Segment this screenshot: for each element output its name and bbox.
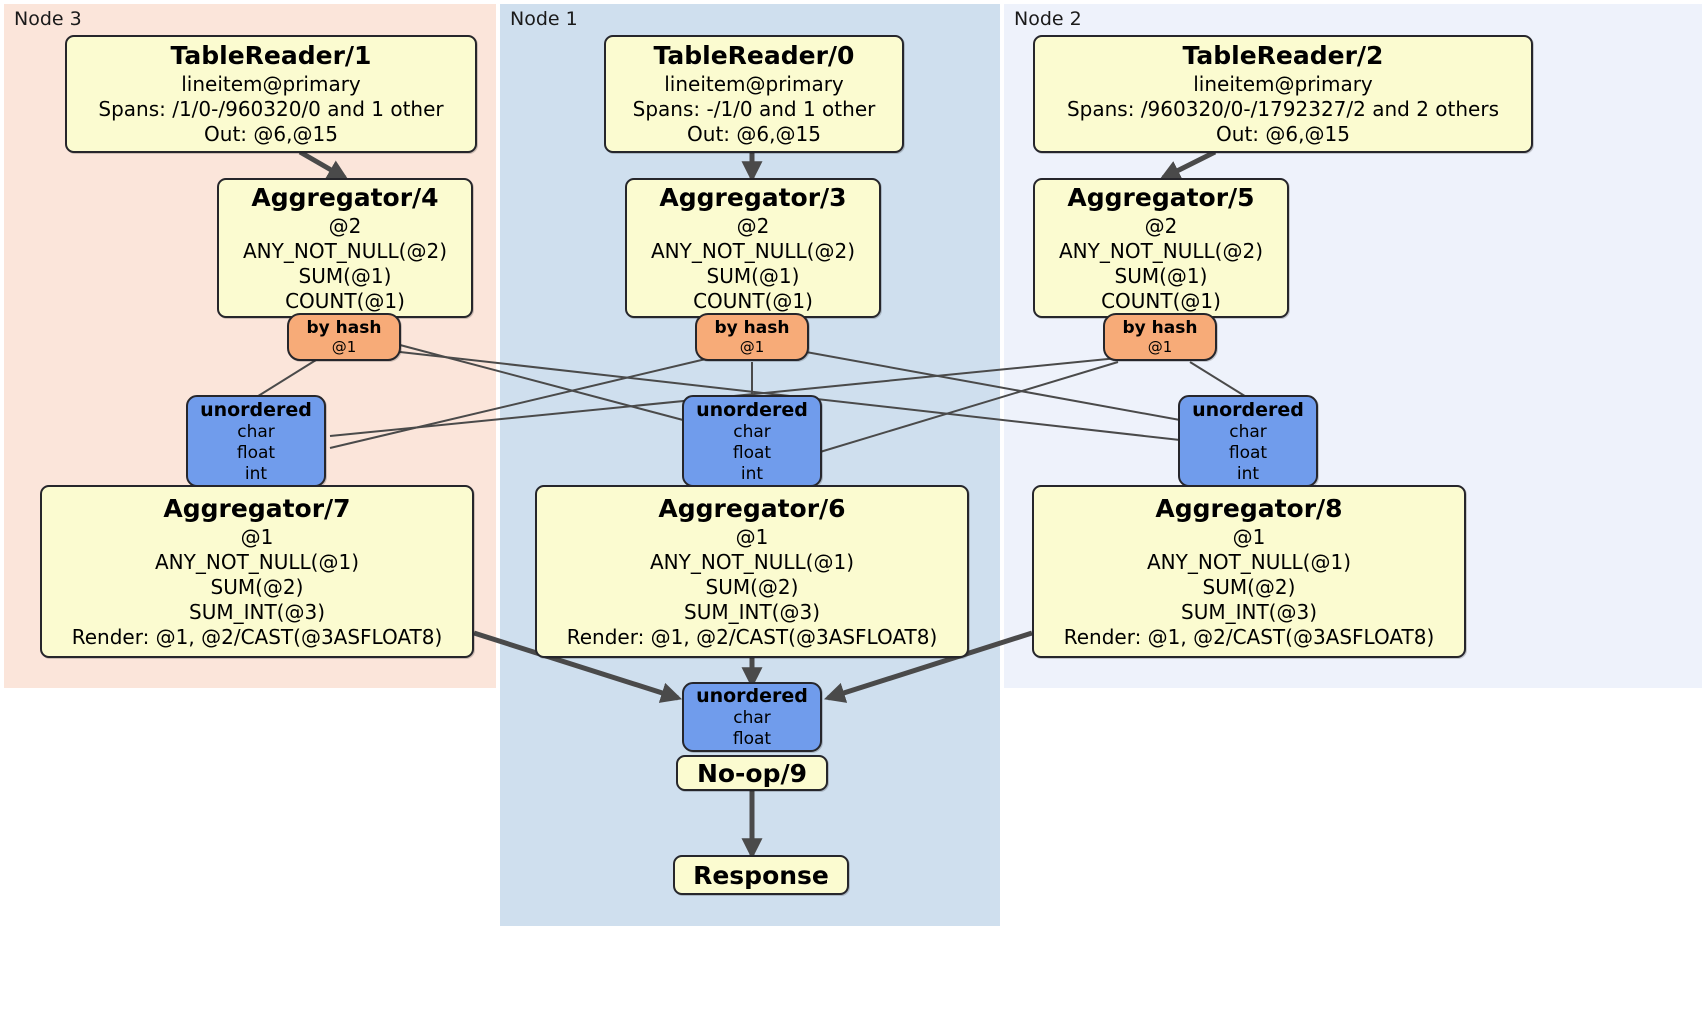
processor-table-reader-0[interactable]: TableReader/0 lineitem@primary Spans: -/… — [604, 35, 904, 153]
panel-node-1-label: Node 1 — [510, 8, 578, 30]
aggregator-7-render: Render: @1, @2/CAST(@3ASFLOAT8) — [71, 624, 443, 649]
aggregator-7-groupby: @1 — [240, 524, 274, 549]
aggregator-8-func-1: ANY_NOT_NULL(@1) — [1147, 549, 1351, 574]
table-reader-2-title: TableReader/2 — [1182, 41, 1384, 70]
sync-center-type-3: int — [740, 463, 764, 484]
router-by-hash-center[interactable]: by hash @1 — [695, 313, 809, 361]
aggregator-5-title: Aggregator/5 — [1067, 182, 1255, 212]
aggregator-6-render: Render: @1, @2/CAST(@3ASFLOAT8) — [566, 624, 938, 649]
synchronizer-unordered-left[interactable]: unordered char float int — [186, 395, 326, 487]
aggregator-4-func-2: SUM(@1) — [298, 263, 392, 288]
router-right-column: @1 — [1147, 337, 1173, 356]
aggregator-6-func-2: SUM(@2) — [705, 574, 799, 599]
sync-right-type-3: int — [1236, 463, 1260, 484]
table-reader-1-spans: Spans: /1/0-/960320/0 and 1 other — [98, 97, 444, 121]
synchronizer-unordered-center[interactable]: unordered char float int — [682, 395, 822, 487]
response-title: Response — [693, 860, 829, 890]
aggregator-7-title: Aggregator/7 — [163, 493, 351, 523]
sync-right-title: unordered — [1192, 398, 1304, 421]
aggregator-3-func-3: COUNT(@1) — [693, 288, 813, 313]
aggregator-7-func-2: SUM(@2) — [210, 574, 304, 599]
sync-right-type-2: float — [1228, 442, 1268, 463]
synchronizer-unordered-right[interactable]: unordered char float int — [1178, 395, 1318, 487]
table-reader-2-table: lineitem@primary — [1193, 72, 1373, 96]
table-reader-0-table: lineitem@primary — [664, 72, 844, 96]
sync-final-type-2: float — [732, 729, 772, 749]
table-reader-0-title: TableReader/0 — [653, 41, 855, 70]
processor-table-reader-1[interactable]: TableReader/1 lineitem@primary Spans: /1… — [65, 35, 477, 153]
aggregator-6-func-1: ANY_NOT_NULL(@1) — [650, 549, 854, 574]
sync-center-type-1: char — [733, 421, 771, 442]
processor-no-op-9[interactable]: No-op/9 — [676, 755, 828, 791]
sync-final-title: unordered — [696, 685, 808, 707]
sync-left-type-3: int — [244, 463, 268, 484]
processor-aggregator-6[interactable]: Aggregator/6 @1 ANY_NOT_NULL(@1) SUM(@2)… — [535, 485, 969, 658]
router-by-hash-left[interactable]: by hash @1 — [287, 313, 401, 361]
aggregator-8-func-3: SUM_INT(@3) — [1181, 599, 1317, 624]
sync-final-type-1: char — [733, 708, 771, 728]
aggregator-5-func-1: ANY_NOT_NULL(@2) — [1059, 238, 1263, 263]
no-op-9-title: No-op/9 — [696, 758, 808, 788]
sync-right-type-1: char — [1229, 421, 1267, 442]
aggregator-7-func-3: SUM_INT(@3) — [189, 599, 325, 624]
aggregator-6-func-3: SUM_INT(@3) — [684, 599, 820, 624]
aggregator-6-title: Aggregator/6 — [658, 493, 846, 523]
aggregator-8-func-2: SUM(@2) — [1202, 574, 1296, 599]
aggregator-5-groupby: @2 — [1144, 213, 1178, 238]
table-reader-2-out: Out: @6,@15 — [1216, 122, 1350, 146]
aggregator-4-func-1: ANY_NOT_NULL(@2) — [243, 238, 447, 263]
panel-node-2-label: Node 2 — [1014, 8, 1082, 30]
sync-left-type-2: float — [236, 442, 276, 463]
aggregator-3-groupby: @2 — [736, 213, 770, 238]
aggregator-8-groupby: @1 — [1232, 524, 1266, 549]
aggregator-3-title: Aggregator/3 — [659, 182, 847, 212]
processor-table-reader-2[interactable]: TableReader/2 lineitem@primary Spans: /9… — [1033, 35, 1533, 153]
table-reader-1-out: Out: @6,@15 — [204, 122, 338, 146]
aggregator-8-title: Aggregator/8 — [1155, 493, 1343, 523]
sync-left-type-1: char — [237, 421, 275, 442]
router-center-title: by hash — [714, 317, 790, 338]
aggregator-5-func-3: COUNT(@1) — [1101, 288, 1221, 313]
router-by-hash-right[interactable]: by hash @1 — [1103, 313, 1217, 361]
table-reader-1-title: TableReader/1 — [170, 41, 372, 70]
table-reader-0-out: Out: @6,@15 — [687, 122, 821, 146]
aggregator-4-title: Aggregator/4 — [251, 182, 439, 212]
sync-center-type-2: float — [732, 442, 772, 463]
processor-aggregator-5[interactable]: Aggregator/5 @2 ANY_NOT_NULL(@2) SUM(@1)… — [1033, 178, 1289, 318]
table-reader-0-spans: Spans: -/1/0 and 1 other — [632, 97, 876, 121]
processor-aggregator-7[interactable]: Aggregator/7 @1 ANY_NOT_NULL(@1) SUM(@2)… — [40, 485, 474, 658]
aggregator-6-groupby: @1 — [735, 524, 769, 549]
synchronizer-unordered-final[interactable]: unordered char float — [682, 682, 822, 752]
processor-response[interactable]: Response — [673, 855, 849, 895]
router-left-column: @1 — [331, 337, 357, 356]
sync-center-title: unordered — [696, 398, 808, 421]
table-reader-1-table: lineitem@primary — [181, 72, 361, 96]
aggregator-4-groupby: @2 — [328, 213, 362, 238]
processor-aggregator-3[interactable]: Aggregator/3 @2 ANY_NOT_NULL(@2) SUM(@1)… — [625, 178, 881, 318]
aggregator-8-render: Render: @1, @2/CAST(@3ASFLOAT8) — [1063, 624, 1435, 649]
aggregator-5-func-2: SUM(@1) — [1114, 263, 1208, 288]
sync-left-title: unordered — [200, 398, 312, 421]
aggregator-3-func-2: SUM(@1) — [706, 263, 800, 288]
router-center-column: @1 — [739, 337, 765, 356]
processor-aggregator-8[interactable]: Aggregator/8 @1 ANY_NOT_NULL(@1) SUM(@2)… — [1032, 485, 1466, 658]
processor-aggregator-4[interactable]: Aggregator/4 @2 ANY_NOT_NULL(@2) SUM(@1)… — [217, 178, 473, 318]
table-reader-2-spans: Spans: /960320/0-/1792327/2 and 2 others — [1066, 97, 1499, 121]
router-left-title: by hash — [306, 317, 382, 338]
router-right-title: by hash — [1122, 317, 1198, 338]
panel-node-3-label: Node 3 — [14, 8, 82, 30]
aggregator-4-func-3: COUNT(@1) — [285, 288, 405, 313]
aggregator-3-func-1: ANY_NOT_NULL(@2) — [651, 238, 855, 263]
aggregator-7-func-1: ANY_NOT_NULL(@1) — [155, 549, 359, 574]
